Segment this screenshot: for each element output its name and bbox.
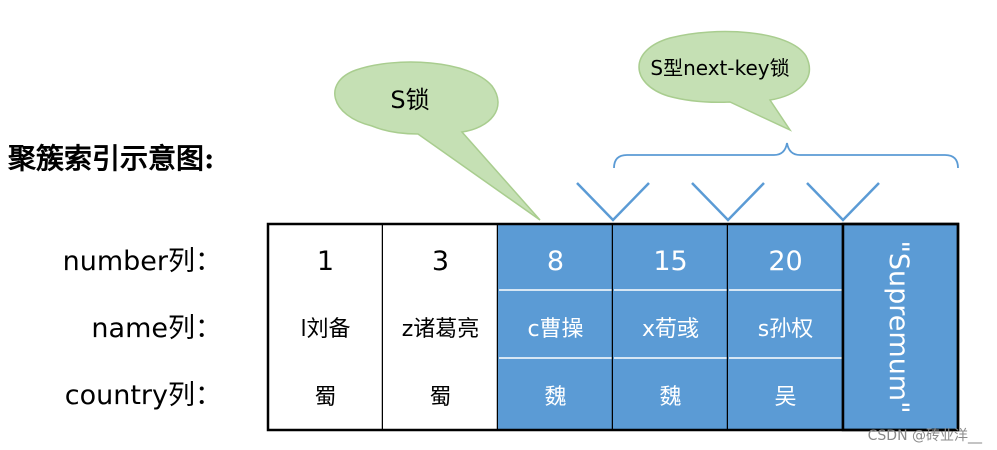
record-cell-name [613, 290, 728, 358]
record-cell-country [383, 358, 498, 430]
row-label-country: country列： [65, 380, 222, 411]
record-cell-number [268, 224, 383, 290]
row-label-number: number列： [63, 246, 222, 277]
record-name-value: z诸葛亮 [402, 317, 480, 342]
record-number-value: 8 [547, 246, 564, 277]
next-key-lock-callout-text: S型next-key锁 [650, 56, 789, 80]
record-name-value: s孙权 [758, 317, 813, 342]
next-key-lock-callout-bubble [638, 30, 811, 132]
s-lock-callout: S锁 [334, 61, 541, 221]
supremum-label: "Supremum" [883, 240, 914, 413]
record-cell-number [498, 224, 613, 290]
record-cell-country [268, 358, 383, 430]
record-number-value: 1 [317, 246, 334, 277]
row-label-name: name列： [91, 313, 222, 344]
s-lock-callout-bubble [334, 61, 541, 221]
records-border [266, 222, 960, 432]
gap-arrow [576, 182, 650, 222]
watermark: CSDN @砖业洋__ [868, 428, 983, 444]
record-name-value: l刘备 [300, 317, 350, 342]
gap-arrow [806, 182, 880, 222]
record-cell-country [728, 358, 843, 430]
next-key-range-bracket [613, 142, 959, 169]
record-cell-number [613, 224, 728, 290]
record-cell-country [498, 358, 613, 430]
next-key-lock-callout: S型next-key锁 [638, 30, 811, 132]
record-cell-name [268, 290, 383, 358]
record-country-value: 吴 [774, 385, 796, 410]
diagram-title: 聚簇索引示意图: [7, 142, 214, 175]
record-country-value: 蜀 [314, 385, 336, 410]
record-cell-number [728, 224, 843, 290]
record-number-value: 3 [432, 246, 449, 277]
s-lock-callout-text: S锁 [390, 86, 429, 114]
record-number-value: 20 [768, 246, 802, 277]
record-country-value: 蜀 [429, 385, 451, 410]
record-country-value: 魏 [659, 385, 681, 410]
record-number-value: 15 [653, 246, 687, 277]
record-cell-country [613, 358, 728, 430]
record-cell-number [383, 224, 498, 290]
supremum-record: "Supremum" [841, 222, 960, 432]
record-country-value: 魏 [544, 385, 566, 410]
record-cell-name [498, 290, 613, 358]
record-name-value: x荀彧 [642, 317, 699, 342]
record-cell-name [383, 290, 498, 358]
record-cell-name [728, 290, 843, 358]
gap-arrow [691, 182, 765, 222]
gap-arrows [576, 182, 880, 222]
record-name-value: c曹操 [527, 317, 583, 342]
